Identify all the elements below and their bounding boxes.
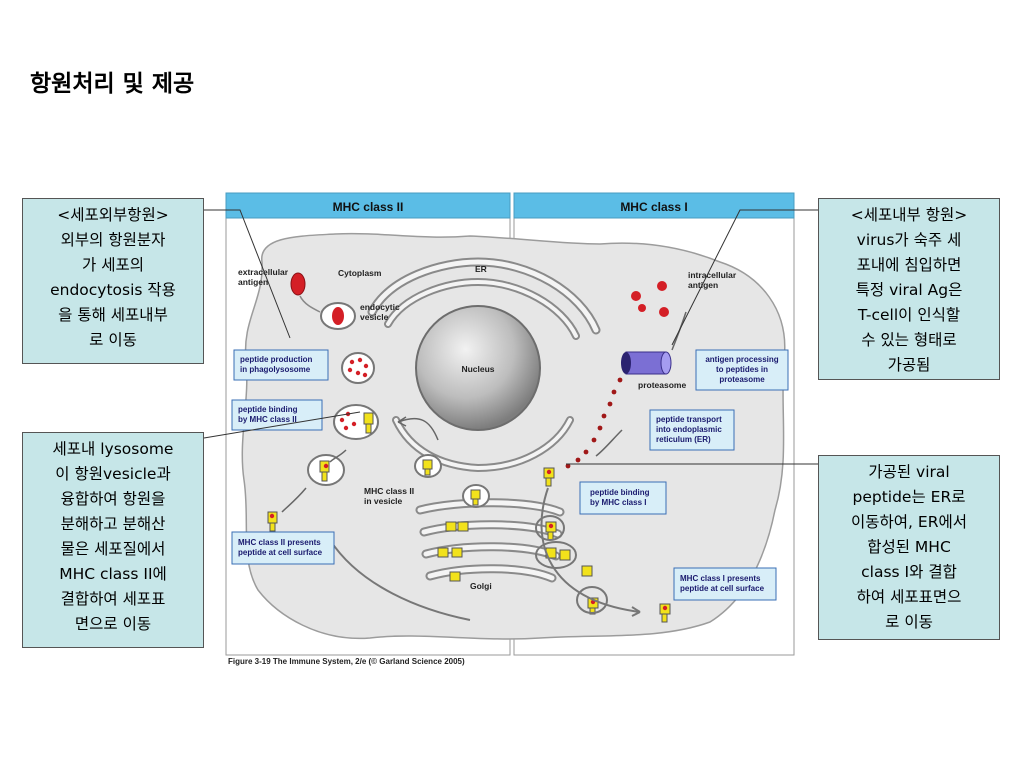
er-to-surface-arrow — [540, 487, 641, 613]
mhc2-pathway-arrow — [397, 417, 439, 441]
callout-line: 가공된 viral — [868, 463, 950, 481]
callout-line: 융합하여 항원을 — [60, 490, 166, 508]
proteasome — [621, 351, 672, 375]
right-header: MHC class I — [620, 200, 687, 214]
callout-line: 합성된 MHC — [867, 538, 951, 556]
callout-line: 하여 세포표면으 — [856, 588, 962, 606]
golgi-label: Golgi — [470, 581, 492, 591]
antigen-to-proteasome-arrow — [671, 311, 687, 351]
leader-line-exogenous — [204, 209, 291, 339]
callout-line: class I와 결합 — [861, 563, 957, 581]
callout-lysosome: 세포내 lysosome 이 항원vesicle과 융합하여 항원을 분해하고 … — [22, 432, 204, 648]
callout-line: 포내에 침입하면 — [856, 256, 962, 274]
callout-viral-peptide: 가공된 viral peptide는 ER로 이동하여, ER에서 합성된 MH… — [818, 455, 1000, 640]
leader-line-lysosome — [203, 411, 361, 439]
callout-line: 결합하여 세포표 — [60, 590, 166, 608]
cytoplasm-label: Cytoplasm — [338, 268, 382, 278]
callout-line: 특정 viral Ag은 — [855, 281, 963, 299]
callout-line: <세포외부항원> — [57, 206, 169, 224]
left-header: MHC class II — [333, 200, 404, 214]
golgi-to-surface-arrow — [329, 539, 471, 621]
nucleus — [415, 305, 541, 431]
callout-line: 이 항원vesicle과 — [55, 465, 171, 483]
slide-title: 항원처리 및 제공 — [30, 71, 195, 97]
callout-line: <세포내부 항원> — [850, 206, 968, 224]
intracellular-antigens — [631, 281, 669, 317]
callout-line: endocytosis 작용 — [50, 281, 176, 299]
proteasome-label: proteasome — [638, 380, 686, 390]
callout-line: 가 세포의 — [82, 256, 144, 274]
callout-line: virus가 숙주 세 — [856, 231, 962, 249]
callout-line: 로 이동 — [885, 613, 933, 631]
left-header-bar — [225, 192, 511, 219]
callout-line: peptide는 ER로 — [852, 488, 966, 506]
figure-caption: Figure 3-19 The Immune System, 2/e (© Ga… — [228, 657, 465, 666]
right-header-bar — [513, 192, 795, 219]
extracellular-antigen — [290, 272, 306, 296]
callout-line: 이동하여, ER에서 — [851, 513, 967, 531]
er-label: ER — [475, 264, 487, 274]
callout-line: 면으로 이동 — [74, 615, 152, 633]
callout-line: T-cell이 인식할 — [857, 306, 961, 324]
callout-line: MHC class II에 — [59, 565, 167, 583]
nucleus-label: Nucleus — [461, 364, 494, 374]
callout-line: 을 통해 세포내부 — [58, 306, 168, 324]
callout-exogenous-antigen: <세포외부항원> 외부의 항원분자 가 세포의 endocytosis 작용 을… — [22, 198, 204, 364]
callout-line: 세포내 lysosome — [52, 440, 174, 458]
peptide-trail — [565, 377, 623, 469]
callout-line: 로 이동 — [89, 331, 137, 349]
callout-line: 물은 세포질에서 — [60, 540, 166, 558]
callout-endogenous-antigen: <세포내부 항원> virus가 숙주 세 포내에 침입하면 특정 viral … — [818, 198, 1000, 380]
leader-line-endogenous — [671, 209, 818, 346]
callout-line: 가공됨 — [887, 356, 931, 374]
callout-line: 분해하고 분해산 — [60, 515, 166, 533]
phagolysosome — [341, 352, 375, 384]
callout-line: 외부의 항원분자 — [60, 231, 166, 249]
callout-line: 수 있는 형태로 — [861, 331, 957, 349]
